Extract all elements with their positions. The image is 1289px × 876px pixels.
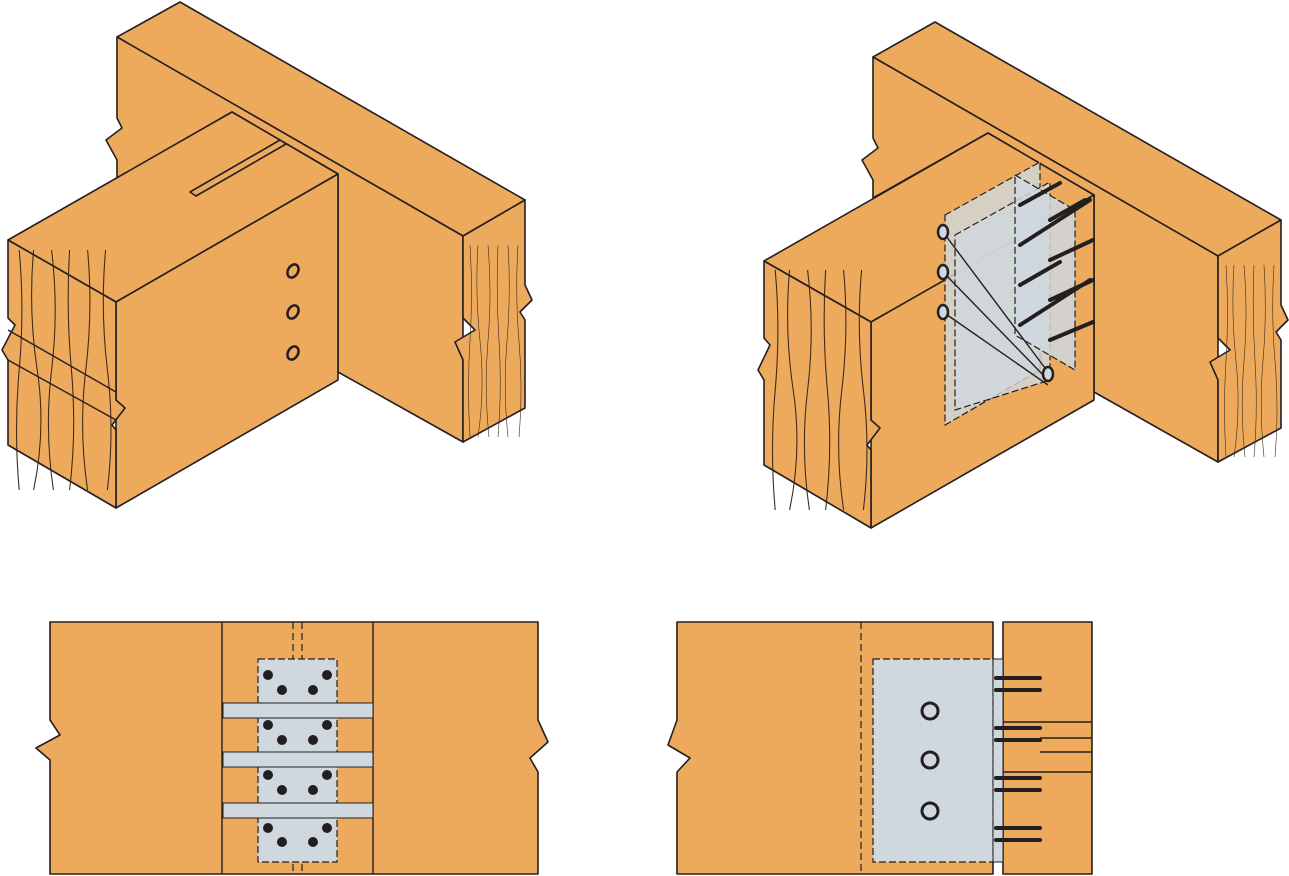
iso-view-joist-installed: [757, 21, 1289, 529]
plan-view-top: [35, 621, 549, 875]
joist-beam: [1, 111, 339, 509]
connector-plates: [944, 160, 1076, 427]
screws: [1018, 181, 1095, 342]
header-beam: [105, 1, 533, 443]
plan-view-side: [667, 621, 1093, 875]
screw-heads: [263, 670, 332, 847]
screws: [994, 676, 1042, 842]
header-beam: [861, 21, 1289, 463]
iso-view-joist-before: [1, 1, 533, 509]
dowels: [936, 223, 1055, 386]
dowel-holes: [286, 263, 300, 361]
dowel-ends: [920, 701, 940, 821]
straps: [222, 702, 374, 819]
